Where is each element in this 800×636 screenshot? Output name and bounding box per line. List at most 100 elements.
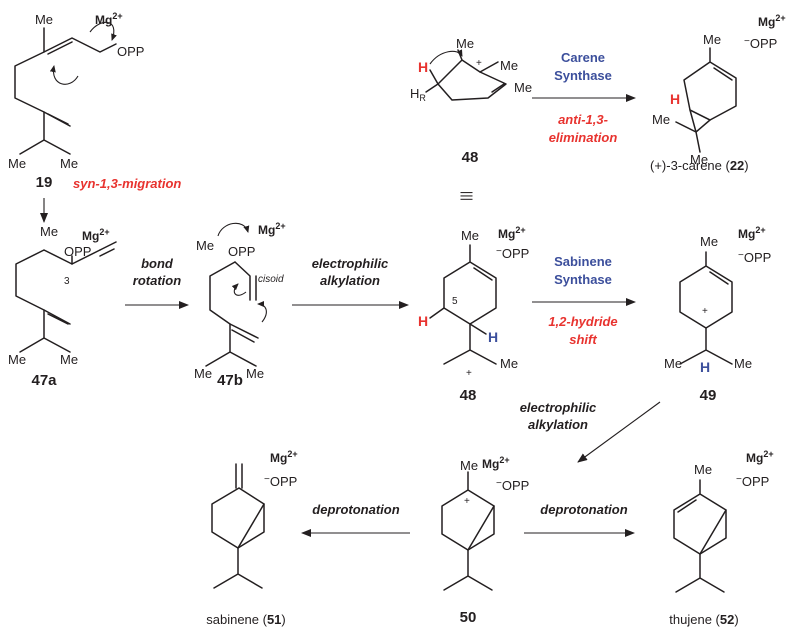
compound-47b-label: 47b (217, 372, 243, 389)
compound-50-opp-anion: −OPP (496, 478, 529, 493)
svg-text:Mg2+: Mg2+ (758, 13, 786, 29)
compound-47a-locant-3: 3 (64, 276, 70, 287)
compound-22-methyl-left: Me (652, 112, 670, 127)
compound-52-opp-anion: −OPP (736, 474, 769, 489)
compound-48-top-methyl-right: Me (500, 58, 518, 73)
step-electrophilic-b-line1: electrophilic (520, 400, 597, 415)
svg-text:sabinene (51): sabinene (51) (206, 612, 286, 627)
compound-48-h-red: H (418, 313, 428, 329)
step-deprotonation-right: deprotonation (540, 502, 627, 517)
step-electrophilic-line1: electrophilic (312, 256, 389, 271)
svg-text:−OPP: −OPP (496, 246, 529, 261)
compound-48-structure (429, 244, 497, 365)
svg-text:Mg2+: Mg2+ (82, 227, 110, 243)
compound-22-h-red: H (670, 91, 680, 107)
compound-47b-methyl: Me (196, 238, 214, 253)
compound-22-methyl-bottom: Me (690, 152, 708, 167)
step-hydride-shift-line1: 1,2-hydride (548, 314, 617, 329)
step-hydride-shift-line2: shift (569, 332, 597, 347)
compound-47a-mg-ion: Mg2+ (82, 227, 110, 243)
svg-text:Mg2+: Mg2+ (482, 455, 510, 471)
compound-19-label: 19 (36, 174, 53, 191)
equivalence-marker: ||| (460, 191, 475, 201)
compound-49-opp-anion: −OPP (738, 250, 771, 265)
svg-text:Mg2+: Mg2+ (746, 449, 774, 465)
compound-50-structure (441, 471, 495, 591)
svg-text:−OPP: −OPP (744, 36, 777, 51)
svg-text:thujene (52): thujene (52) (669, 612, 738, 627)
compound-48-top-structure (425, 49, 507, 101)
svg-text:−OPP: −OPP (496, 478, 529, 493)
compound-50-mg-ion: Mg2+ (482, 455, 510, 471)
compound-52-structure (673, 479, 727, 593)
compound-47b-methyl-right: Me (246, 366, 264, 381)
compound-48-mg-ion: Mg2+ (498, 225, 526, 241)
step-anti-elimination-line2: elimination (549, 130, 618, 145)
compound-52-name: thujene (52) (669, 612, 738, 627)
compound-47b-cisoid-label: cisoid (258, 274, 284, 285)
compound-19-mg-ion: Mg2+ (95, 11, 123, 27)
compound-51-mg-ion: Mg2+ (270, 449, 298, 465)
compound-22-mg-ion: Mg2+ (758, 13, 786, 29)
arrow-electrophilic-alkylation-2 (577, 401, 661, 463)
compound-49-methyl-right: Me (734, 356, 752, 371)
svg-text:Mg2+: Mg2+ (270, 449, 298, 465)
compound-47a-opp: OPP (64, 244, 91, 259)
compound-47a-methyl-right: Me (60, 352, 78, 367)
compound-47a-structure (15, 241, 117, 353)
compound-51-opp-anion: −OPP (264, 474, 297, 489)
svg-text:Mg2+: Mg2+ (258, 221, 286, 237)
svg-text:Mg2+: Mg2+ (738, 225, 766, 241)
compound-22-name: (+)-3-carene (22) (650, 158, 749, 173)
compound-49-cation-plus: + (702, 306, 708, 317)
step-electrophilic-line2: alkylation (320, 273, 380, 288)
compound-49-mg-ion: Mg2+ (738, 225, 766, 241)
compound-48-mid-label: 48 (460, 387, 477, 404)
step-syn-migration: syn-1,3-migration (73, 176, 181, 191)
compound-47b-structure (205, 222, 267, 367)
compound-49-structure (679, 251, 733, 365)
step-electrophilic-b-line2: alkylation (528, 417, 588, 432)
compound-47b-methyl-left: Me (194, 366, 212, 381)
svg-text:HR: HR (410, 86, 426, 103)
compound-52-methyl: Me (694, 462, 712, 477)
enzyme-carene-synthase-line1: Carene (561, 50, 605, 65)
svg-text:−OPP: −OPP (736, 474, 769, 489)
compound-19-methyl: Me (35, 12, 53, 27)
compound-52-mg-ion: Mg2+ (746, 449, 774, 465)
compound-48-locant-5: 5 (452, 296, 458, 307)
enzyme-sabinene-synthase-line1: Sabinene (554, 254, 612, 269)
svg-text:(+)-3-carene (22): (+)-3-carene (22) (650, 158, 749, 173)
enzyme-carene-synthase-line2: Synthase (554, 68, 612, 83)
compound-19-opp: OPP (117, 44, 144, 59)
compound-48-top-hr: HR (410, 86, 426, 103)
step-bond-rotation-line1: bond (141, 256, 174, 271)
compound-50-cation-plus: + (464, 496, 470, 507)
compound-48-top-plus: + (476, 58, 482, 69)
compound-48-top-methyl: Me (456, 36, 474, 51)
compound-47b-mg-ion: Mg2+ (258, 221, 286, 237)
compound-50-methyl: Me (460, 458, 478, 473)
enzyme-sabinene-synthase-line2: Synthase (554, 272, 612, 287)
compound-49-methyl-left: Me (664, 356, 682, 371)
compound-19-structure (14, 21, 117, 155)
compound-47a-methyl: Me (40, 224, 58, 239)
compound-47a-methyl-left: Me (8, 352, 26, 367)
compound-49-methyl: Me (700, 234, 718, 249)
compound-48-cation-plus: + (466, 368, 472, 379)
step-deprotonation-left: deprotonation (312, 502, 399, 517)
compound-48-top-methyl-ring: Me (514, 80, 532, 95)
compound-19-methyl-left: Me (8, 156, 26, 171)
compound-49-h-blue: H (700, 359, 710, 375)
compound-48-top-h-red: H (418, 59, 428, 75)
compound-22-opp-anion: −OPP (744, 36, 777, 51)
svg-text:−OPP: −OPP (264, 474, 297, 489)
compound-22-methyl: Me (703, 32, 721, 47)
svg-text:−OPP: −OPP (738, 250, 771, 265)
svg-text:Mg2+: Mg2+ (498, 225, 526, 241)
compound-48-h-blue: H (488, 329, 498, 345)
step-anti-elimination-line1: anti-1,3- (558, 112, 608, 127)
compound-51-name: sabinene (51) (206, 612, 286, 627)
compound-50-label: 50 (460, 609, 477, 626)
